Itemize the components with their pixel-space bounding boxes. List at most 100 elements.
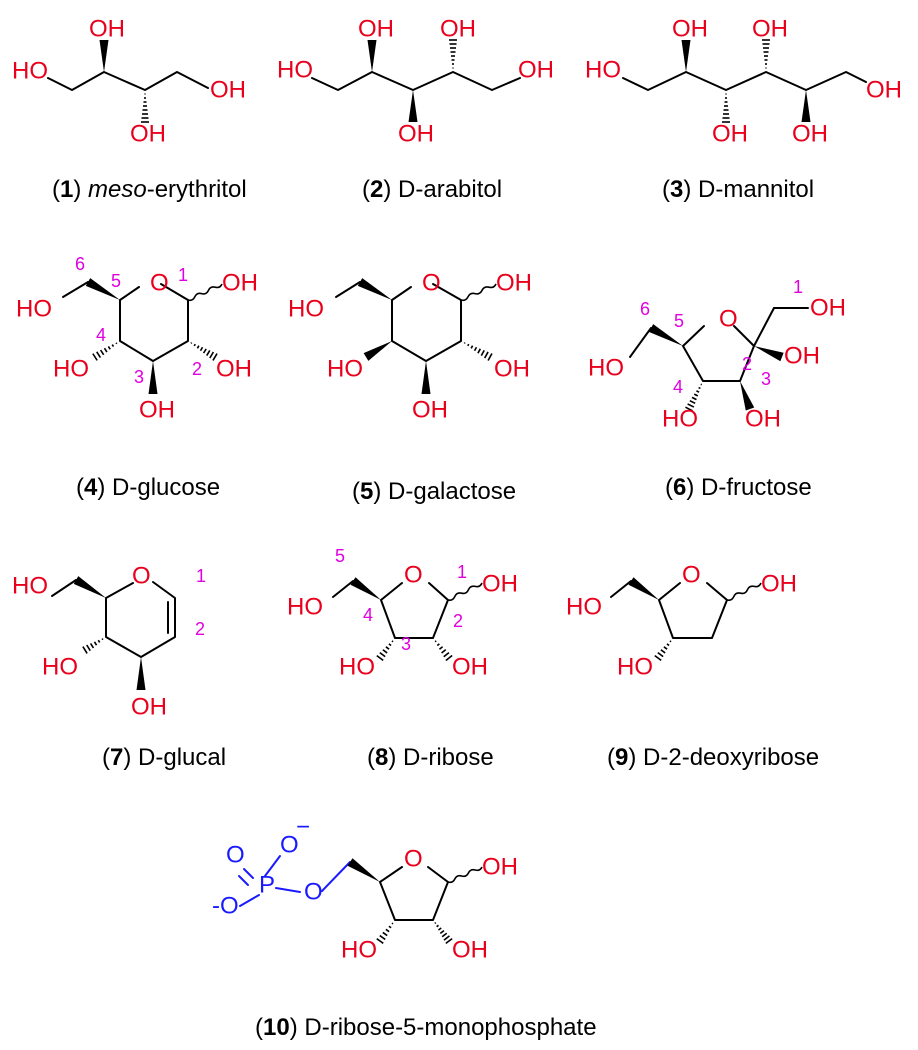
bold-wedge-bond xyxy=(408,90,418,122)
ribose-ring xyxy=(380,582,449,639)
carbon-number-label: 2 xyxy=(453,611,463,631)
caption-7-number: 7 xyxy=(110,744,124,771)
hashed-wedge-stroke xyxy=(388,925,392,929)
caption-7-name: D-glucal xyxy=(138,744,227,771)
hashed-wedge-stroke xyxy=(436,643,440,647)
carbon-number-label: 5 xyxy=(674,311,684,331)
hashed-wedge-stroke xyxy=(480,349,485,357)
caption-1-number: 1 xyxy=(60,176,74,203)
hashed-wedge-stroke xyxy=(97,639,101,643)
hashed-wedge-stroke xyxy=(96,351,102,359)
hashed-wedge-stroke xyxy=(657,652,664,658)
hashed-wedge-stroke xyxy=(687,403,695,408)
ring-oxygen-label: O xyxy=(132,562,151,589)
wavy-bond xyxy=(460,283,497,302)
hydroxyl-label: OH xyxy=(130,120,166,147)
hydroxyl-label: OH xyxy=(712,120,748,147)
hydroxymethyl-bond xyxy=(335,281,361,298)
bold-wedge-bond xyxy=(367,40,377,72)
hashed-wedge-stroke xyxy=(660,649,666,654)
hashed-wedge-stroke xyxy=(379,652,386,658)
hashed-wedge-stroke xyxy=(445,654,453,662)
hydroxyl-label: OH xyxy=(210,76,246,103)
hydroxyl-label: HO xyxy=(12,572,48,599)
bold-wedge-bond xyxy=(99,40,109,72)
hydroxyl-label: OH xyxy=(452,936,488,963)
ring-oxygen-label: O xyxy=(404,561,423,588)
hashed-wedge-stroke xyxy=(438,927,442,931)
hashed-wedge-stroke xyxy=(441,932,448,938)
hydroxyl-label: OH xyxy=(810,294,846,321)
hashed-wedge-stroke xyxy=(209,351,215,359)
hydroxyl-label: HO xyxy=(16,295,52,322)
hydroxyl-label: OH xyxy=(412,396,448,423)
hashed-wedge-stroke xyxy=(199,346,204,352)
wavy-bond xyxy=(447,866,483,884)
hashed-wedge-stroke xyxy=(107,345,111,350)
caption-6-name: D-fructose xyxy=(701,474,812,501)
carbon-number-label: 6 xyxy=(75,254,85,274)
bold-wedge-bond xyxy=(85,278,120,300)
hydroxyl-label: OH xyxy=(358,15,394,42)
caption-10-d-ribose-5-monophosphate: (10) D-ribose-5-monophosphate xyxy=(255,1014,597,1041)
hydroxyl-label: OH xyxy=(440,15,476,42)
deoxyribose-ring xyxy=(658,582,728,639)
hydroxyl-label: OH xyxy=(518,56,554,83)
hydroxymethyl-bond xyxy=(51,579,77,597)
glucal-ring xyxy=(105,581,176,658)
hydroxymethyl-bond xyxy=(610,580,632,598)
carbon-number-label: 2 xyxy=(195,619,205,639)
caption-5-number: 5 xyxy=(360,478,374,505)
phosphate-atom-label: -O xyxy=(212,892,239,919)
hashed-wedge-stroke xyxy=(82,646,88,654)
wavy-bond xyxy=(187,283,223,302)
carbon-number-label: 1 xyxy=(457,562,467,582)
hydroxyl-label: HO xyxy=(53,355,89,382)
caption-8-d-ribose: (8) D-ribose xyxy=(367,744,494,771)
mannitol-backbone xyxy=(622,71,867,91)
ribose-phosphate-ring xyxy=(379,866,449,921)
caption-2-number: 2 xyxy=(370,176,384,203)
hashed-wedge-stroke xyxy=(473,346,478,352)
hashed-wedge-stroke xyxy=(202,348,207,354)
hashed-wedge-stroke xyxy=(441,649,447,654)
fructose-ring xyxy=(682,325,755,382)
hydroxymethyl-bond xyxy=(62,281,89,298)
hydroxyl-label: HO xyxy=(327,355,363,382)
hashed-wedge-stroke xyxy=(445,937,453,945)
hashed-wedge-stroke xyxy=(654,654,662,662)
hashed-wedge-stroke xyxy=(391,922,394,925)
hydroxyl-label: HO xyxy=(585,56,621,83)
caption-7-d-glucal: (7) D-glucal xyxy=(102,744,227,771)
phosphate-bond xyxy=(239,894,260,907)
negative-charge-label: − xyxy=(296,813,310,840)
phosphate-atom-label: P xyxy=(259,871,275,898)
caption-4-d-glucose: (4) D-glucose xyxy=(76,474,221,501)
bold-wedge-bond xyxy=(740,381,755,411)
caption-9-name: D-2-deoxyribose xyxy=(643,744,820,771)
hashed-wedge-stroke xyxy=(483,351,489,359)
ring-oxygen-label: O xyxy=(150,269,169,296)
bold-wedge-bond xyxy=(648,324,683,346)
hashed-wedge-stroke xyxy=(439,929,445,935)
hashed-wedge-stroke xyxy=(212,353,218,361)
hashed-wedge-stroke xyxy=(663,646,668,650)
hashed-wedge-stroke xyxy=(443,935,450,941)
hashed-wedge-stroke xyxy=(691,396,697,401)
bold-wedge-bond xyxy=(363,341,392,361)
hashed-wedge-stroke xyxy=(196,345,200,349)
hydroxyl-label: HO xyxy=(617,653,653,680)
caption-6-d-fructose: (6) D-fructose xyxy=(665,474,812,501)
hydroxyl-label: HO xyxy=(12,57,48,84)
hydroxyl-label: OH xyxy=(216,355,252,382)
hydroxymethyl-bond xyxy=(629,327,652,358)
hashed-wedge-stroke xyxy=(86,644,91,652)
phosphate-atom-label: O xyxy=(226,841,245,868)
hydroxyl-label: OH xyxy=(482,853,518,880)
hydroxyl-label: OH xyxy=(131,693,167,720)
carbon-number-label: 2 xyxy=(192,359,202,379)
caption-4-number: 4 xyxy=(84,474,98,501)
carbon-number-label: 6 xyxy=(640,299,650,319)
ring-oxygen-label: O xyxy=(422,269,441,296)
